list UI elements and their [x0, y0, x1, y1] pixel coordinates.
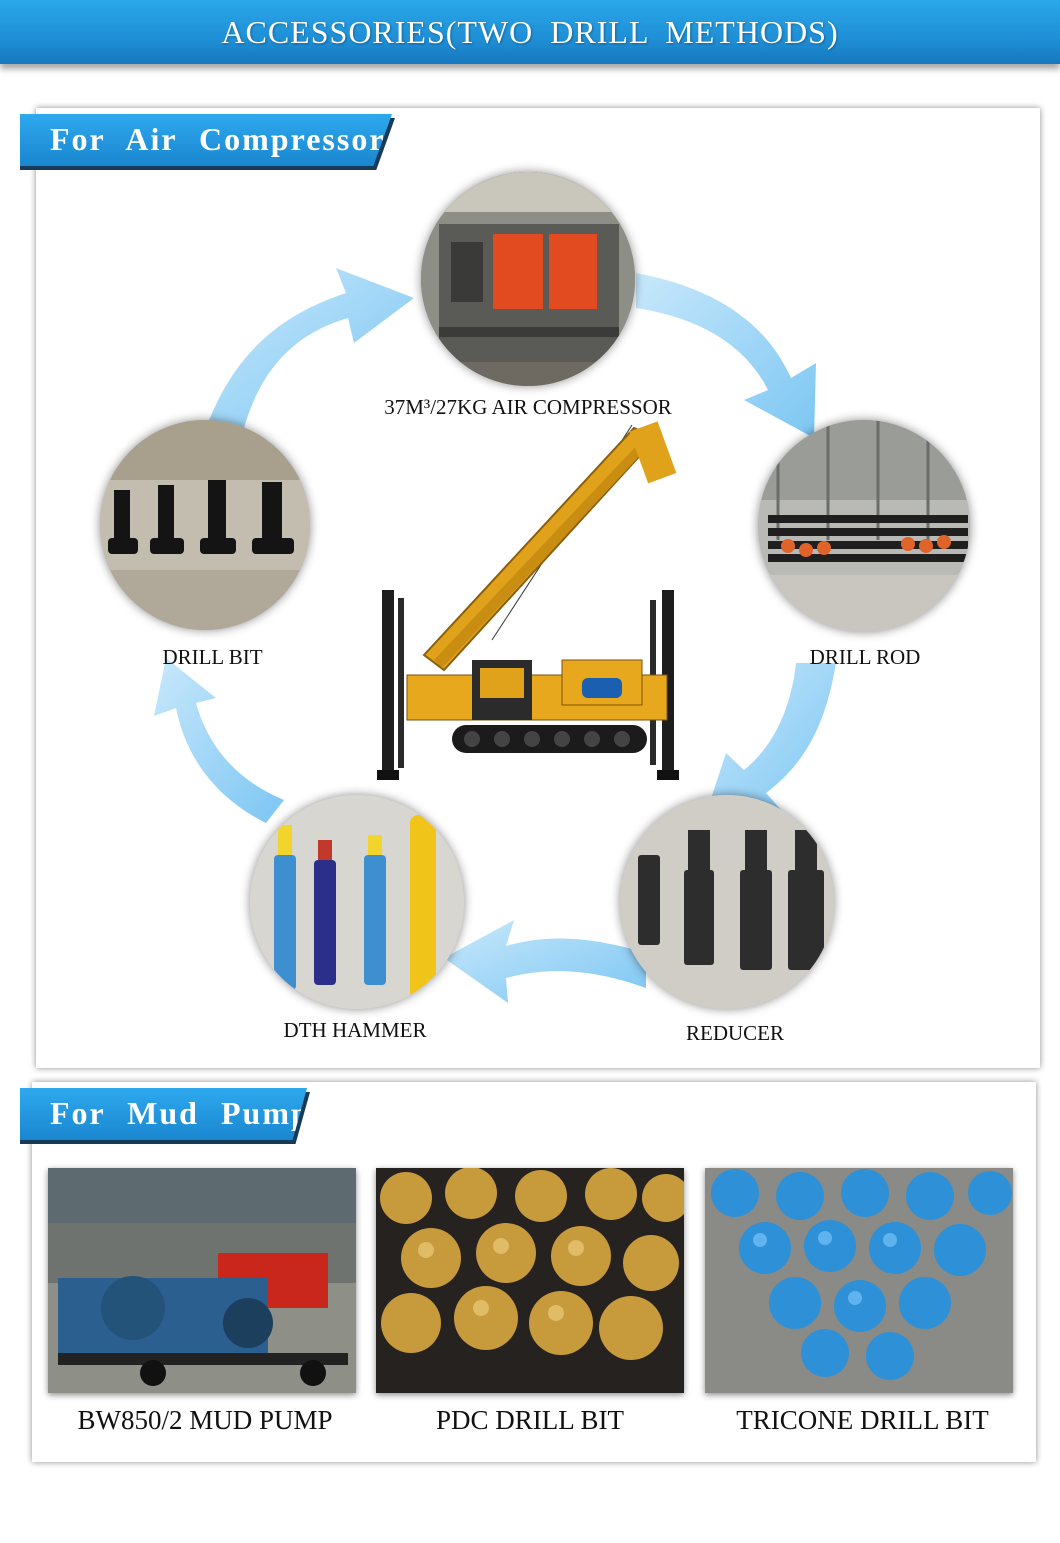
page-title: ACCESSORIES(TWO DRILL METHODS) [221, 14, 839, 50]
tricone-drill-bit-label: TRICONE DRILL BIT [736, 1405, 989, 1435]
tricone-drill-bit-image [705, 1168, 1013, 1393]
drill-bit-label: DRILL BIT [162, 645, 263, 669]
drill-rod-image [758, 420, 970, 632]
section-title: For Air Compressor [50, 121, 386, 157]
cycle-arrows [154, 268, 836, 1003]
pdc-drill-bit-label: PDC DRILL BIT [436, 1405, 624, 1435]
drill-rod-label: DRILL ROD [809, 645, 921, 669]
air-compressor-label: 37M³/27KG AIR COMPRESSOR [384, 395, 672, 419]
arrow-compressor-to-rod [636, 273, 816, 438]
pdc-drill-bit-image [376, 1168, 684, 1393]
dth-hammer-image [250, 795, 464, 1009]
mud-pump-image [48, 1168, 356, 1393]
air-compressor-image [421, 172, 635, 386]
arrow-bit-to-compressor [206, 268, 414, 428]
mud-pump-banner: For Mud Pump [20, 1088, 307, 1140]
drill-bit-image [100, 420, 310, 630]
arrow-rod-to-reducer [704, 663, 836, 820]
reducer-image [620, 795, 834, 1009]
section-title: For Mud Pump [50, 1095, 311, 1131]
arrow-reducer-to-hammer [444, 920, 646, 1003]
dth-hammer-label: DTH HAMMER [283, 1018, 427, 1042]
air-compressor-banner: For Air Compressor [20, 114, 392, 166]
drill-rig-image [377, 421, 679, 780]
header-bar: ACCESSORIES(TWO DRILL METHODS) [0, 0, 1060, 64]
arrow-hammer-to-bit [154, 658, 284, 823]
mud-pump-label: BW850/2 MUD PUMP [77, 1405, 333, 1435]
reducer-label: REDUCER [685, 1021, 784, 1045]
